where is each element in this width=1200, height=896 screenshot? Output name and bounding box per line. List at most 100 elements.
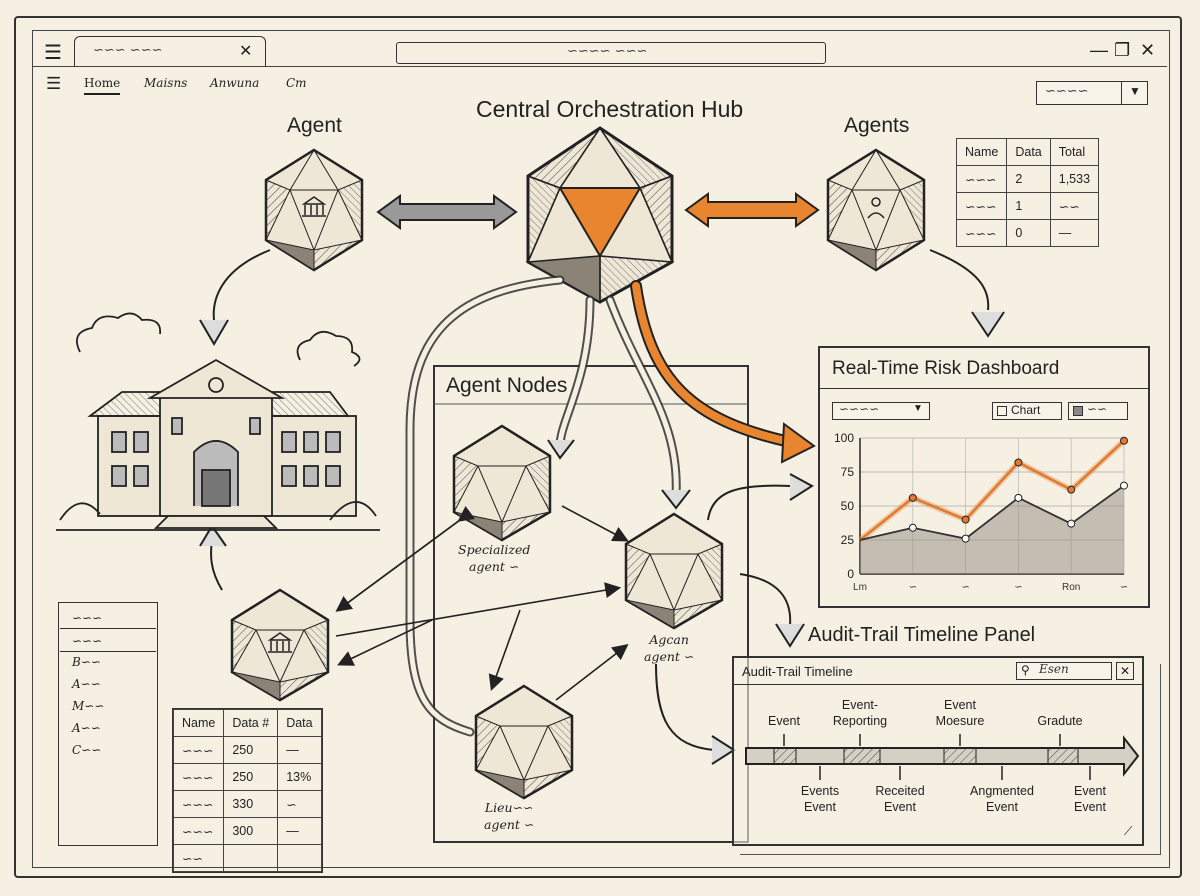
arrow-agents-to-dashboard [929, 249, 990, 311]
table-cell: 250 [223, 763, 279, 791]
table-row[interactable]: ∽∽ [172, 844, 322, 872]
minimize-icon[interactable]: — [1090, 40, 1108, 60]
table-cell [277, 844, 322, 872]
browser-tab[interactable]: ∽∽∽ ∽∽∽ ✕ [74, 36, 266, 67]
agent-icosahedron-top-right [826, 148, 926, 272]
tab-close-icon[interactable]: ✕ [239, 43, 253, 60]
table-header: Total [1049, 138, 1100, 166]
y-tick-label: 25 [841, 533, 855, 547]
data-point [1014, 458, 1023, 467]
table-cell: ∽∽ [172, 844, 225, 872]
sidebar-item[interactable]: A∽∽ [72, 677, 101, 691]
timeline-event-bottom-4: Event Event [1074, 784, 1106, 814]
dashboard-dropdown-value: ∽∽∽∽ [839, 402, 880, 416]
timeline-event-top-2: Event- Reporting [832, 698, 888, 728]
table-row[interactable]: ∽∽∽300— [172, 817, 322, 845]
agcan-agent-icosahedron [624, 512, 724, 630]
agent-nodes-panel [433, 365, 749, 843]
table-row[interactable]: ∽∽∽250— [172, 736, 322, 764]
lieu-agent-label: Lieu∽∽ agent ∽ [484, 800, 534, 834]
table-cell: ∽∽∽ [172, 790, 225, 818]
data-point [961, 515, 970, 524]
data-point [1014, 493, 1023, 502]
hamburger-menu-icon[interactable]: ☰ [44, 42, 62, 64]
timeline-event-bottom-1: Events Event [800, 784, 840, 814]
sidebar-item[interactable]: B∽∽ [72, 655, 101, 669]
agcan-agent-label: Agcan agent ∽ [644, 632, 694, 666]
table-cell: — [277, 817, 322, 845]
audit-panel: Audit-Trail Timeline ⚲ Esen ✕ Event Even… [732, 656, 1161, 855]
sidebar-item[interactable]: ∽∽∽ [60, 628, 156, 652]
data-point [1120, 481, 1128, 490]
table-cell: ∽∽∽ [172, 736, 225, 764]
nav-home[interactable]: Home [84, 76, 121, 95]
table-row[interactable]: ∽∽∽1∽∽ [955, 192, 1100, 220]
agents-right-label: Agents [844, 114, 910, 137]
specialized-agent-icosahedron [452, 424, 552, 542]
agent-nodes-title: Agent Nodes [446, 374, 568, 397]
dropdown-value: ∽∽∽∽ [1045, 84, 1089, 99]
x-tick-label: Lm [853, 582, 867, 593]
timeline-event-top-4: Gradute [1037, 714, 1083, 728]
nav-item-3[interactable]: Anwuna [210, 76, 260, 90]
nav-item-2[interactable]: Maisns [144, 76, 188, 90]
series-toggle[interactable]: ∽∽ [1068, 402, 1128, 420]
table-header: Data [1006, 138, 1051, 166]
resize-grip-icon[interactable]: ⟋ [1124, 824, 1133, 838]
arrow-agent-to-building [212, 249, 271, 321]
audit-panel-title: Audit-Trail Timeline [742, 664, 853, 679]
table-header: Data # [223, 709, 279, 737]
sidebar-item[interactable]: A∽∽ [72, 721, 101, 735]
series-line [859, 439, 1125, 541]
sidebar-item[interactable]: C∽∽ [72, 743, 102, 757]
maximize-icon[interactable]: ❐ [1114, 40, 1131, 60]
x-tick-label: ∽ [909, 582, 917, 593]
table-row[interactable]: ∽∽∽0— [955, 219, 1100, 247]
data-point [961, 534, 970, 543]
table-cell: ∽ [277, 790, 322, 818]
sidebar-item[interactable]: M∽∽ [72, 699, 105, 713]
close-window-icon[interactable]: ✕ [1140, 40, 1156, 60]
chevron-down-icon: ▼ [1129, 84, 1141, 98]
x-tick-label: ∽ [961, 582, 969, 593]
chart-toggle[interactable]: Chart [992, 402, 1062, 420]
checkbox-icon [997, 406, 1007, 416]
table-cell: 1 [1006, 192, 1051, 220]
sidebar-item[interactable]: ∽∽∽ [72, 611, 103, 625]
y-tick-label: 50 [841, 499, 855, 513]
agent-left-label: Agent [287, 114, 342, 137]
lieu-agent-icosahedron [474, 684, 574, 800]
chevron-down-icon: ▼ [913, 403, 923, 414]
audit-search-text: Esen [1039, 662, 1069, 676]
audit-search-input[interactable]: ⚲ Esen [1016, 662, 1112, 680]
agcan-agent-text: Agcan agent ∽ [644, 632, 695, 664]
table-cell: ∽∽∽ [172, 763, 225, 791]
table-cell: 2 [1006, 165, 1051, 193]
search-icon: ⚲ [1021, 663, 1030, 677]
hub-icosahedron [525, 126, 675, 304]
nav-item-4[interactable]: Cm [286, 76, 307, 90]
table-cell: ∽∽ [1049, 192, 1100, 220]
top-right-dropdown[interactable]: ∽∽∽∽ ▼ [1036, 81, 1148, 105]
timeline-event-top-3: Event Moesure [935, 698, 985, 728]
window-inner-frame [32, 30, 1170, 868]
table-row[interactable]: ∽∽∽330∽ [172, 790, 322, 818]
series-line [859, 484, 1125, 541]
table-header: Name [172, 709, 225, 737]
specialized-agent-label: Specialized agent ∽ [458, 542, 530, 576]
address-bar[interactable]: ∽∽∽∽ ∽∽∽ [396, 42, 826, 64]
table-header: Name [955, 138, 1008, 166]
tab-title: ∽∽∽ ∽∽∽ [93, 43, 163, 58]
dashboard-dropdown[interactable]: ∽∽∽∽ ▼ [832, 402, 930, 420]
data-point [1067, 519, 1076, 528]
nav-menu-icon[interactable]: ☰ [46, 74, 62, 93]
x-tick-label: Ron [1062, 582, 1080, 593]
table-cell: 300 [223, 817, 279, 845]
close-icon[interactable]: ✕ [1116, 662, 1134, 680]
